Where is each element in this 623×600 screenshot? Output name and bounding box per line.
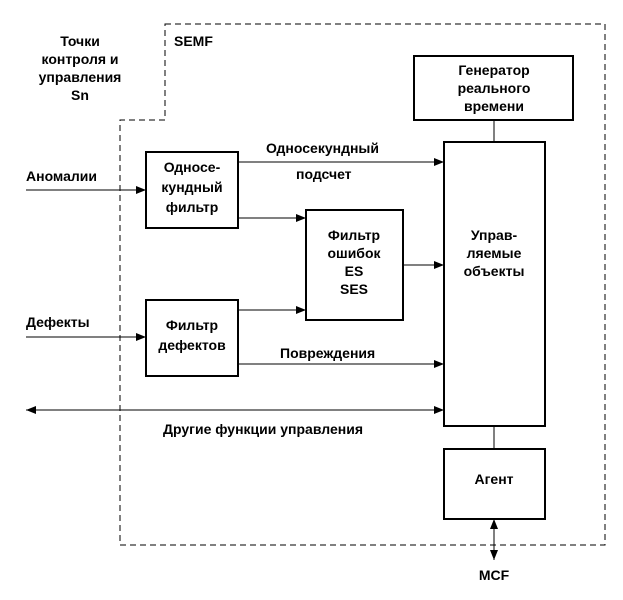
svg-text:кундный: кундный [161,179,222,195]
svg-text:Односе-: Односе- [164,159,221,175]
anomalies-label: Аномалии [26,168,97,184]
one-second-count-label-2: подсчет [296,166,352,182]
svg-text:Управ-: Управ- [471,227,518,243]
semf-label: SEMF [174,33,213,49]
control-points-line-3: управления [39,69,122,85]
agent-block [443,448,546,520]
mcf-label: MCF [479,567,510,583]
svg-text:Генератор: Генератор [458,62,529,78]
real-time-generator-text: Генератор реального времени [458,62,531,114]
managed-objects-text: Управ- ляемые объекты [464,227,525,279]
svg-text:Фильтр: Фильтр [166,317,218,333]
svg-text:дефектов: дефектов [158,337,226,353]
svg-text:SES: SES [340,281,368,297]
other-functions-label: Другие функции управления [163,421,363,437]
svg-text:фильтр: фильтр [166,199,219,215]
defect-filter-text: Фильтр дефектов [158,317,226,353]
svg-text:Фильтр: Фильтр [328,227,380,243]
error-filter-text: Фильтр ошибок ES SES [327,227,381,297]
real-time-generator-block [413,55,574,121]
svg-text:ES: ES [345,263,364,279]
one-second-filter-text: Односе- кундный фильтр [161,159,222,215]
svg-text:объекты: объекты [464,263,525,279]
defects-label: Дефекты [26,314,90,330]
control-points-line-1: Точки [60,33,100,49]
semf-boundary [119,23,606,546]
one-second-filter-block [145,151,239,229]
control-points-line-4: Sn [71,87,89,103]
one-second-count-label-1: Односекундный [266,140,379,156]
svg-text:времени: времени [464,98,524,114]
agent-text: Агент [474,471,513,487]
svg-text:ошибок: ошибок [327,245,381,261]
svg-text:реального: реального [458,80,531,96]
control-points-label: Точки контроля и управления Sn [39,33,122,103]
managed-objects-block [443,141,546,427]
svg-text:ляемые: ляемые [467,245,522,261]
defect-filter-block [145,299,239,377]
control-points-line-2: контроля и [42,51,119,67]
damages-label: Повреждения [280,345,375,361]
